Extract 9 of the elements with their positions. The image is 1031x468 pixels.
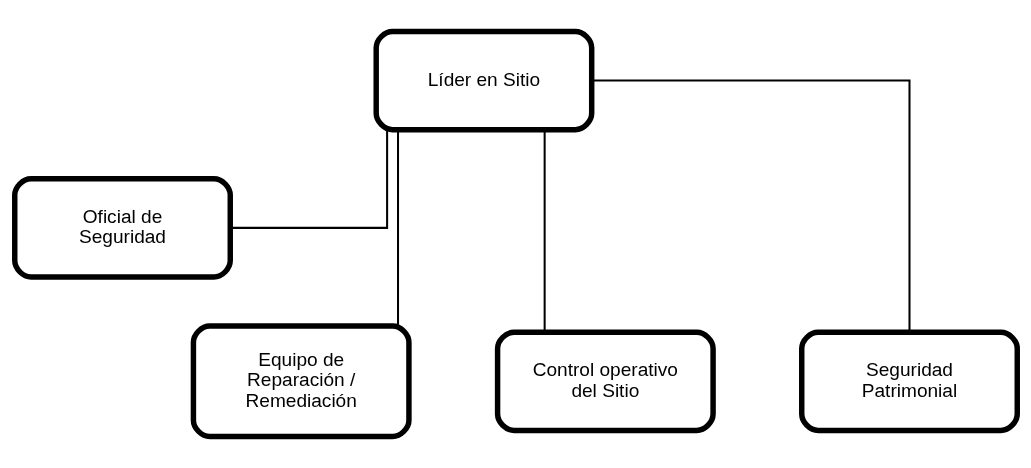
connector xyxy=(230,130,388,229)
connector xyxy=(543,130,546,333)
node-box: Seguridad Patrimonial xyxy=(798,329,1020,434)
connector xyxy=(396,130,399,326)
node-box: Control operativo del Sitio xyxy=(494,329,716,434)
node-box: Equipo de Reparación / Remediación xyxy=(190,323,412,440)
node-box: Líder en Sitio xyxy=(372,28,594,133)
node-box: Oficial de Seguridad xyxy=(11,176,233,280)
connector xyxy=(591,79,911,332)
